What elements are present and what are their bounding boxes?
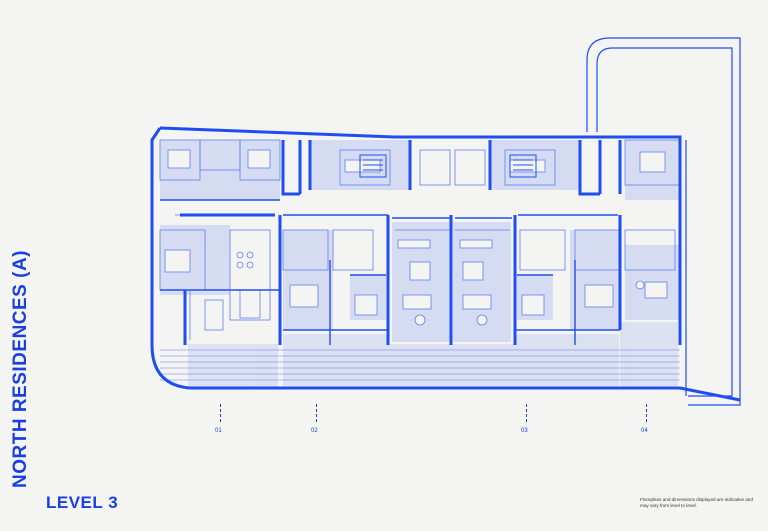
disclaimer-text: Floorplans and dimensions displayed are … [640,497,753,508]
unit-tick-03 [526,404,528,422]
unit-tick-02 [316,404,318,422]
unit-label-04: 04 [641,428,648,434]
walls-thin [160,199,620,345]
balcony-area [188,322,678,389]
stair-core [359,154,537,178]
level-label: LEVEL 3 [46,493,119,512]
unit-label-02: 02 [311,428,318,434]
walls [150,126,741,402]
unit-label-03: 03 [521,428,528,434]
unit-tick-01 [220,404,222,422]
terrace-outline [586,37,741,406]
interior-partitions [159,139,681,340]
unit-tick-04 [646,404,648,422]
unit-label-01: 01 [215,428,222,434]
furniture [164,149,668,331]
balcony-hatch [160,349,680,381]
